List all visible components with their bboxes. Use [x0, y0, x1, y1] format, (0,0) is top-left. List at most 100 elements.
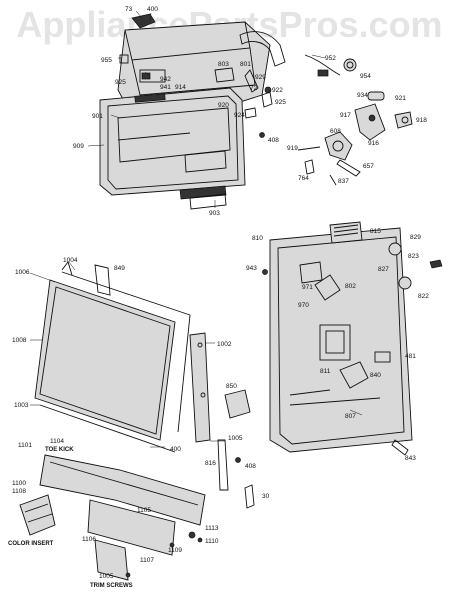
label-822: 822 — [418, 293, 429, 300]
label-816: 816 — [205, 460, 216, 467]
label-827: 827 — [378, 266, 389, 273]
label-954: 954 — [360, 73, 371, 80]
part-918 — [394, 111, 413, 129]
label-971: 971 — [302, 284, 313, 291]
label-909: 909 — [73, 143, 84, 150]
label-810: 810 — [252, 235, 263, 242]
label-481: 481 — [405, 353, 416, 360]
label-955: 955 — [101, 57, 112, 64]
label-400b: 400 — [170, 446, 181, 453]
part-924 — [244, 107, 257, 119]
part-929 — [244, 69, 259, 93]
part-823 — [429, 259, 443, 269]
screw-408b — [235, 457, 241, 463]
label-1108: 1108 — [12, 488, 26, 495]
wire-952 — [304, 54, 341, 76]
part-764 — [304, 159, 315, 175]
part-840 — [339, 361, 369, 389]
label-903: 903 — [209, 210, 220, 217]
label-823: 823 — [408, 253, 419, 260]
label-837: 837 — [338, 178, 349, 185]
label-1104: 1104 — [50, 438, 64, 445]
part-657 — [336, 159, 361, 177]
label-1109: 1109 — [168, 547, 182, 554]
label-408b: 408 — [245, 463, 256, 470]
label-color-insert: COLOR INSERT — [8, 541, 54, 547]
label-970: 970 — [298, 302, 309, 309]
nameplate-903 — [179, 185, 227, 200]
label-941: 941 — [160, 84, 171, 91]
part-954 — [343, 58, 357, 72]
label-840: 840 — [370, 372, 381, 379]
screw-408 — [259, 132, 265, 138]
leader-lines — [29, 10, 363, 448]
label-608: 608 — [330, 128, 341, 135]
part-843 — [391, 439, 409, 456]
label-807: 807 — [345, 413, 356, 420]
label-1101: 1101 — [18, 442, 32, 449]
part-816 — [217, 439, 229, 491]
label-849: 849 — [114, 265, 125, 272]
label-1113: 1113 — [205, 525, 219, 532]
bracket-849 — [94, 264, 111, 296]
door-panel-1008 — [34, 279, 176, 441]
label-801: 801 — [240, 61, 251, 68]
latch-assembly — [297, 54, 413, 186]
label-1006: 1006 — [15, 269, 30, 276]
label-934: 934 — [357, 92, 368, 99]
label-1110: 1110 — [205, 538, 219, 545]
label-1105: 1105 — [137, 507, 151, 514]
label-914: 914 — [175, 84, 186, 91]
part-608 — [324, 131, 353, 161]
label-1100: 1100 — [12, 480, 26, 487]
inner-door-panel — [262, 221, 443, 456]
label-918: 918 — [416, 117, 427, 124]
toe-kick-1101 — [39, 454, 206, 526]
label-73: 73 — [125, 6, 133, 13]
label-843: 843 — [405, 455, 416, 462]
label-922: 922 — [272, 87, 283, 94]
label-764: 764 — [298, 175, 309, 182]
part-955 — [119, 54, 129, 64]
label-trim-screws: TRIM SCREWS — [90, 583, 133, 589]
label-850: 850 — [226, 383, 237, 390]
toe-kick-assembly — [19, 439, 255, 581]
part-829 — [388, 242, 402, 256]
label-1005: 1005 — [228, 435, 243, 442]
label-1106: 1106 — [82, 536, 96, 543]
part-481 — [374, 351, 391, 363]
label-929: 929 — [255, 74, 266, 81]
strip-1003 — [39, 404, 176, 453]
panel-1105 — [87, 499, 176, 556]
screw-1109 — [169, 542, 175, 548]
label-657: 657 — [363, 163, 374, 170]
label-924: 924 — [234, 112, 245, 119]
label-921: 921 — [395, 95, 406, 102]
bracket-73 — [131, 13, 156, 29]
screw-1113 — [188, 531, 196, 539]
label-815: 815 — [370, 228, 381, 235]
label-802: 802 — [345, 283, 356, 290]
label-919: 919 — [287, 145, 298, 152]
label-811: 811 — [320, 368, 331, 375]
label-1003: 1003 — [14, 402, 29, 409]
label-925: 925 — [115, 79, 126, 86]
part-919 — [297, 146, 321, 151]
label-408: 408 — [268, 137, 279, 144]
part-837 — [329, 174, 337, 186]
label-400: 400 — [147, 6, 158, 13]
console-panel-901 — [99, 87, 246, 210]
label-901: 901 — [92, 113, 103, 120]
label-1005b: 1005 — [99, 573, 114, 580]
dispenser-811 — [319, 324, 351, 361]
label-952: 952 — [325, 55, 336, 62]
label-1004: 1004 — [63, 257, 78, 264]
part-803 — [214, 67, 235, 83]
label-1008: 1008 — [12, 337, 27, 344]
label-917: 917 — [340, 112, 351, 119]
part-labels: 73 400 955 942 941 925 914 803 801 929 7… — [8, 6, 429, 589]
label-toe-kick: TOE KICK — [45, 447, 74, 453]
part-850 — [224, 389, 251, 419]
label-1002: 1002 — [217, 341, 232, 348]
